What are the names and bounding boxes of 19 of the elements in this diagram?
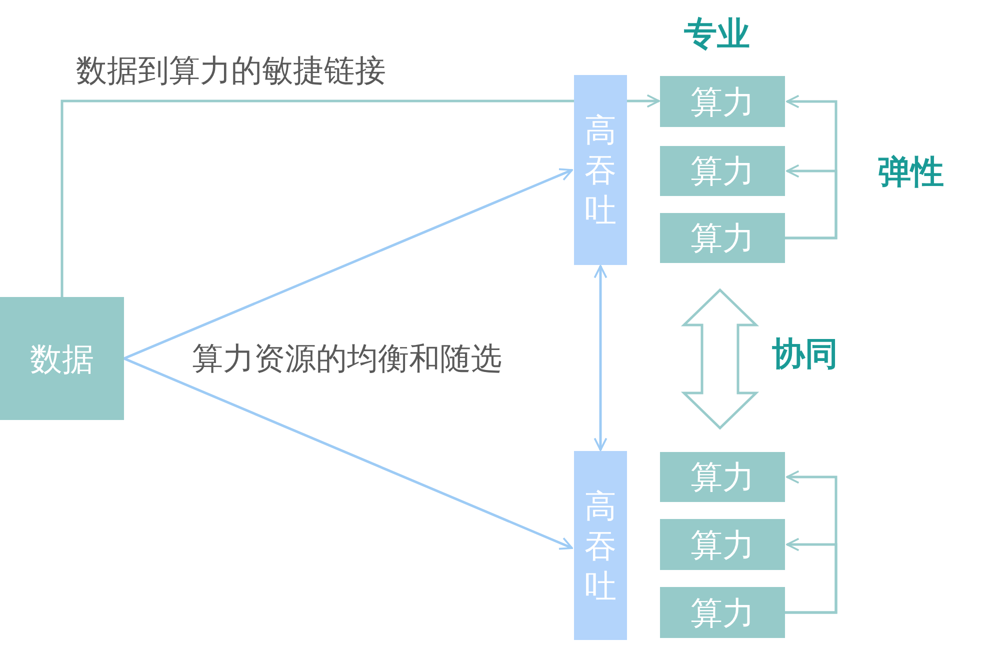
arrow <box>627 94 660 108</box>
data-box: 数据 <box>0 297 124 420</box>
compute-box: 算力 <box>660 76 785 127</box>
arrow <box>594 265 608 451</box>
arrow <box>124 168 573 360</box>
compute-box: 算力 <box>660 452 785 502</box>
throughput-box: 高吞吐 <box>574 451 627 640</box>
arrow <box>785 164 838 240</box>
annotation-text: 算力资源的均衡和随选 <box>192 340 502 379</box>
hollow-double-arrow <box>680 288 760 430</box>
compute-box: 算力 <box>660 587 785 638</box>
arrow <box>124 357 573 550</box>
heading: 专业 <box>684 13 750 55</box>
compute-box: 算力 <box>660 519 785 570</box>
compute-box: 算力 <box>660 146 785 196</box>
arrow <box>785 538 838 614</box>
heading: 弹性 <box>878 151 944 193</box>
compute-box: 算力 <box>660 213 785 263</box>
throughput-box: 高吞吐 <box>574 75 627 265</box>
